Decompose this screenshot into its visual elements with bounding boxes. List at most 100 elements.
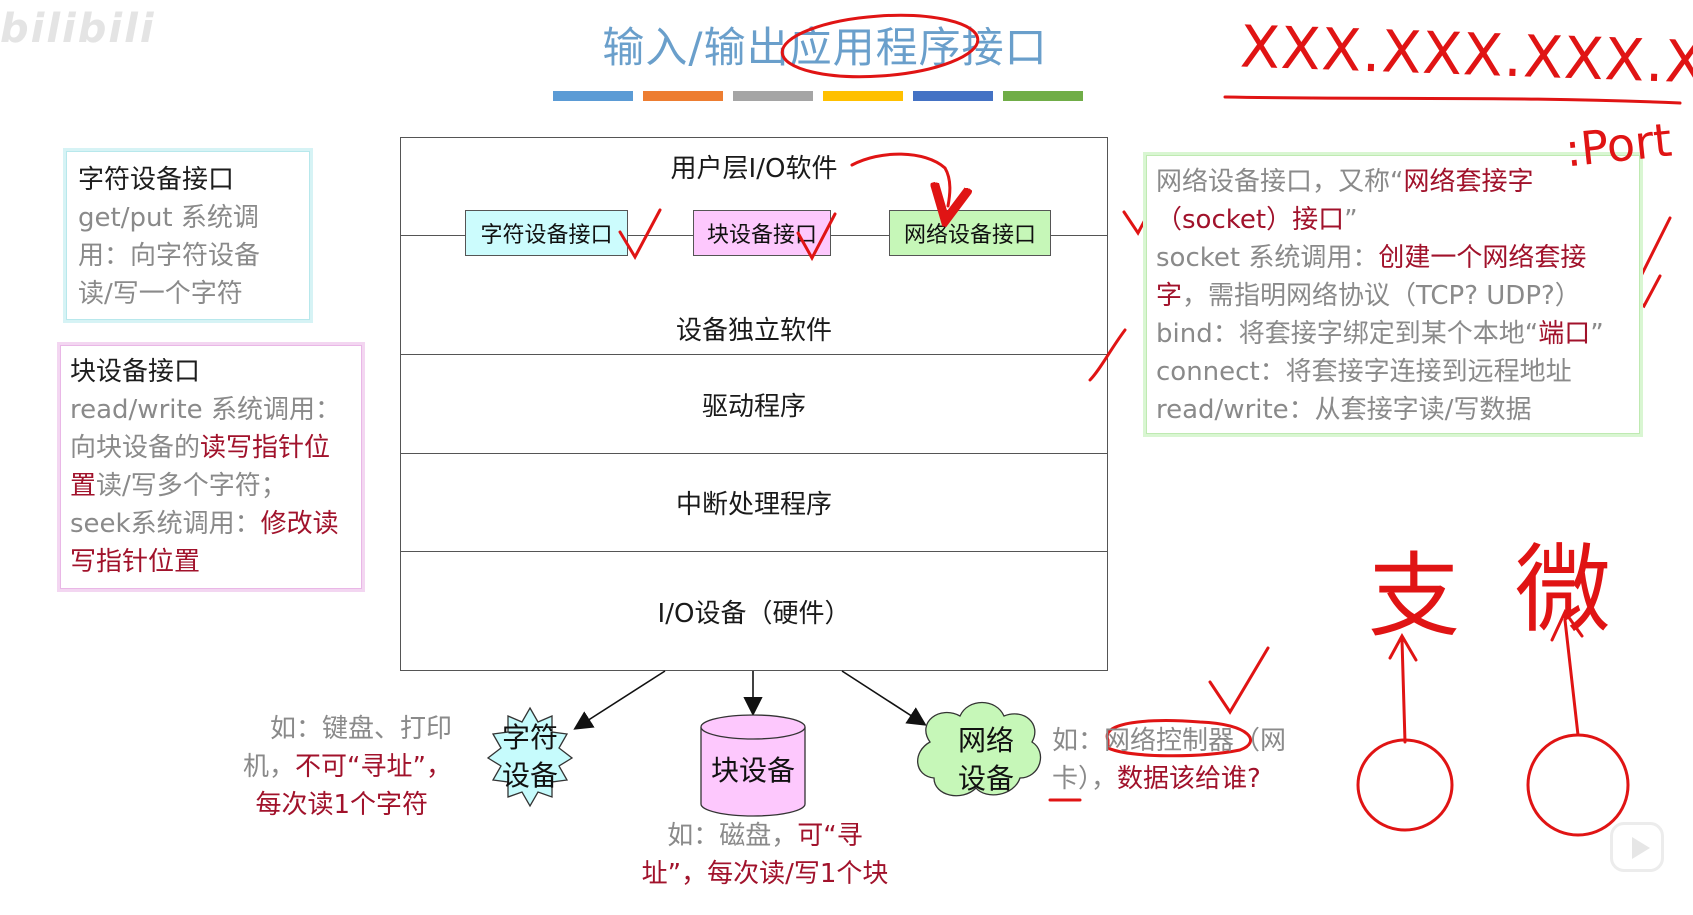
net-card-text: socket 系统调用：: [1156, 243, 1379, 273]
char-card-line: 用：向字符设备: [78, 241, 261, 271]
net-card-line: connect：将套接字连接到远程地址: [1156, 357, 1572, 387]
char-interface-box: 字符设备接口: [465, 210, 628, 256]
note-text: 如：磁盘，: [667, 821, 798, 851]
net-card-line: read/write：从套接字读/写数据: [1156, 395, 1532, 425]
left-node-circle: [1356, 738, 1454, 832]
strip-segment: [1003, 91, 1083, 101]
note-text: 如：: [1052, 726, 1105, 756]
note-line: 卡），数据该给谁?: [1052, 760, 1312, 798]
note-highlight: 每次读1个字符: [255, 790, 428, 820]
note-line: 机，不可“寻址”，: [222, 748, 452, 786]
right-node-circle: [1526, 733, 1630, 837]
net-controller-circle: [1105, 719, 1252, 758]
net-card-text: 网络设备接口，又称“: [1156, 167, 1404, 197]
note-highlight: 址”，每次读/写1个块: [641, 859, 889, 889]
layer-divider: [401, 354, 1107, 355]
char-card-line: 读/写一个字符: [78, 279, 243, 309]
strip-segment: [733, 91, 813, 101]
note-highlight: 数据该给谁?: [1117, 764, 1261, 794]
block-card-line: 写指针位置: [70, 543, 352, 581]
block-card-text: 向块设备的: [70, 433, 201, 463]
net-card-text: bind：将套接字绑定到某个本地“: [1156, 319, 1539, 349]
block-device-label: 块设备: [710, 754, 795, 787]
net-card-highlight: 字: [1156, 281, 1183, 311]
note-text: 机，: [243, 752, 296, 782]
user-layer-label: 用户层I/O软件: [670, 154, 838, 184]
block-card-text: seek系统调用：: [70, 509, 261, 539]
block-device-cylinder: [700, 714, 806, 817]
note-text: 网络控制器: [1104, 726, 1235, 756]
char-interface-card: 字符设备接口 get/put 系统调 用：向字符设备 读/写一个字符: [63, 148, 313, 323]
block-card-highlight: 读写指针位: [200, 433, 331, 463]
net-card-highlight: （socket）接口: [1156, 205, 1345, 235]
note-highlight: 不可“寻址”，: [295, 752, 452, 782]
block-card-line: 向块设备的读写指针位: [70, 429, 352, 467]
interrupt-layer-label: 中断处理程序: [675, 490, 832, 520]
arrow-to-net-interface: [850, 152, 950, 206]
left-up-arrow: [1388, 632, 1418, 744]
play-icon[interactable]: [1610, 822, 1664, 872]
block-card-line: read/write 系统调用：: [70, 391, 352, 429]
note-line: 如：网络控制器（网: [1052, 722, 1312, 760]
driver-layer-label: 驱动程序: [701, 392, 806, 422]
right-up-arrow: [1550, 609, 1584, 737]
char-device-label: 字符 设备: [501, 721, 558, 792]
handwritten-port: :Port: [1562, 112, 1675, 178]
block-device-note: 如：磁盘，可“寻 址”，每次读/写1个块: [615, 817, 915, 893]
block-card-line: seek系统调用：修改读: [70, 505, 352, 543]
char-card-line: get/put 系统调: [78, 203, 259, 233]
net-card-highlight: 网络套接字: [1403, 167, 1534, 197]
note-line: 如：磁盘，可“寻: [615, 817, 915, 855]
char-card-heading: 字符设备接口: [78, 165, 235, 195]
block-card-highlight: 修改读: [260, 509, 339, 539]
net-card-line: 网络设备接口，又称“网络套接字: [1156, 163, 1630, 201]
ip-underline: [1223, 95, 1682, 105]
net-card-text: ”: [1590, 319, 1604, 349]
block-interface-card: 块设备接口 read/write 系统调用： 向块设备的读写指针位 置读/写多个…: [57, 342, 365, 592]
block-card-highlight: 写指针位置: [70, 547, 201, 577]
net-device-cloud: [917, 702, 1042, 797]
char-device-note: 如：键盘、打印 机，不可“寻址”， 每次读1个字符: [222, 710, 452, 824]
arrow-to-char-device: [573, 670, 666, 730]
net-card-highlight: 端口: [1538, 319, 1591, 349]
block-interface-box: 块设备接口: [693, 210, 831, 256]
net-card-line: socket 系统调用：创建一个网络套接: [1156, 239, 1630, 277]
check-mark: [1208, 646, 1270, 715]
net-card-text: ”: [1344, 205, 1358, 235]
bracket-mark: [1088, 328, 1127, 382]
note-line: 如：键盘、打印: [269, 714, 452, 744]
layer-divider: [401, 551, 1107, 552]
block-card-text: read/write 系统调用：: [70, 395, 341, 425]
block-card-highlight: 置: [70, 471, 97, 501]
check-mark: [618, 208, 662, 261]
layer-divider: [401, 453, 1107, 454]
net-device-note: 如：网络控制器（网 卡），数据该给谁?: [1052, 722, 1312, 798]
note-highlight: 可“寻: [797, 821, 863, 851]
arrow-to-net-device: [841, 670, 927, 726]
strip-segment: [823, 91, 903, 101]
net-interface-card: 网络设备接口，又称“网络套接字 （socket）接口” socket 系统调用：…: [1143, 152, 1643, 437]
net-card-text: ，需指明网络协议（TCP? UDP?）: [1182, 281, 1581, 311]
independent-layer-label: 设备独立软件: [675, 316, 832, 346]
watermark-logo: bilibili: [0, 6, 156, 52]
net-card-highlight: 创建一个网络套接: [1378, 243, 1587, 273]
net-device-label: 网络 设备: [957, 724, 1014, 795]
handwritten-left-char: 支: [1368, 543, 1461, 650]
hardware-layer-label: I/O设备（硬件）: [657, 599, 851, 629]
block-card-text: 读/写多个字符；: [96, 471, 287, 501]
net-card-line: 字，需指明网络协议（TCP? UDP?）: [1156, 277, 1630, 315]
net-card-line: （socket）接口”: [1156, 201, 1630, 239]
io-layer-stack: 用户层I/O软件 字符设备接口 块设备接口 网络设备接口 设备独立软件 驱动程序…: [400, 137, 1108, 671]
char-device-starburst: [486, 706, 574, 808]
note-text: 卡），: [1052, 764, 1118, 794]
block-card-heading: 块设备接口: [70, 357, 201, 387]
check-mark: [796, 212, 837, 262]
note-text: （网: [1234, 726, 1287, 756]
strip-segment: [913, 91, 993, 101]
handwritten-right-char: 微: [1515, 534, 1611, 646]
strip-segment: [553, 91, 633, 101]
strip-segment: [643, 91, 723, 101]
title-circle-mark: [780, 13, 980, 79]
block-card-line: 置读/写多个字符；: [70, 467, 352, 505]
net-card-line: bind：将套接字绑定到某个本地“端口”: [1156, 315, 1630, 353]
